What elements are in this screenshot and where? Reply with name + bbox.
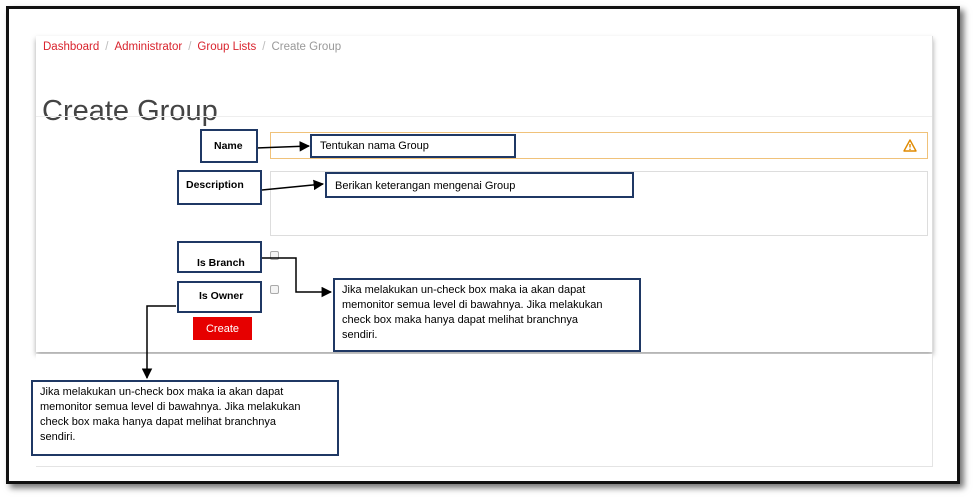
note-line: memonitor semua level di bawahnya. Jika … (342, 299, 603, 311)
page-title: Create Group (42, 95, 218, 128)
name-label: Name (214, 140, 243, 152)
is-branch-note-callout: Jika melakukan un-check box maka ia akan… (333, 278, 641, 352)
name-hint: Tentukan nama Group (320, 140, 429, 152)
breadcrumb-dashboard-link[interactable]: Dashboard (43, 41, 100, 53)
is-branch-label-callout: Is Branch (177, 241, 262, 273)
is-owner-note-callout: Jika melakukan un-check box maka ia akan… (31, 380, 339, 456)
note-line: sendiri. (342, 329, 378, 341)
is-owner-label-callout: Is Owner (177, 281, 262, 313)
warning-icon (903, 139, 917, 152)
note-line: Jika melakukan un-check box maka ia akan… (342, 284, 586, 296)
description-hint: Berikan keterangan mengenai Group (335, 180, 516, 192)
breadcrumb-group-lists-link[interactable]: Group Lists (197, 41, 257, 53)
note-line: sendiri. (40, 431, 76, 443)
breadcrumb: Dashboard / Administrator / Group Lists / Crea… (43, 41, 341, 53)
create-button[interactable]: Create (193, 317, 252, 340)
description-hint-callout: Berikan keterangan mengenai Group (325, 172, 634, 198)
is-branch-checkbox[interactable] (270, 251, 279, 260)
description-label-callout: Description (177, 170, 262, 205)
note-line: Jika melakukan un-check box maka ia akan… (40, 386, 284, 398)
note-line: memonitor semua level di bawahnya. Jika … (40, 401, 301, 413)
note-line: check box maka hanya dapat melihat branc… (40, 416, 277, 428)
breadcrumb-separator: / (188, 41, 192, 53)
breadcrumb-administrator-link[interactable]: Administrator (114, 41, 183, 53)
title-divider (36, 116, 932, 117)
breadcrumb-separator: / (105, 41, 109, 53)
is-branch-label: Is Branch (197, 257, 245, 269)
name-hint-callout: Tentukan nama Group (310, 134, 516, 158)
note-line: check box maka hanya dapat melihat branc… (342, 314, 579, 326)
name-label-callout: Name (200, 129, 258, 163)
is-owner-checkbox[interactable] (270, 285, 279, 294)
breadcrumb-current: Create Group (271, 41, 342, 53)
description-label: Description (186, 179, 244, 191)
is-owner-label: Is Owner (199, 290, 244, 302)
breadcrumb-separator: / (262, 41, 266, 53)
